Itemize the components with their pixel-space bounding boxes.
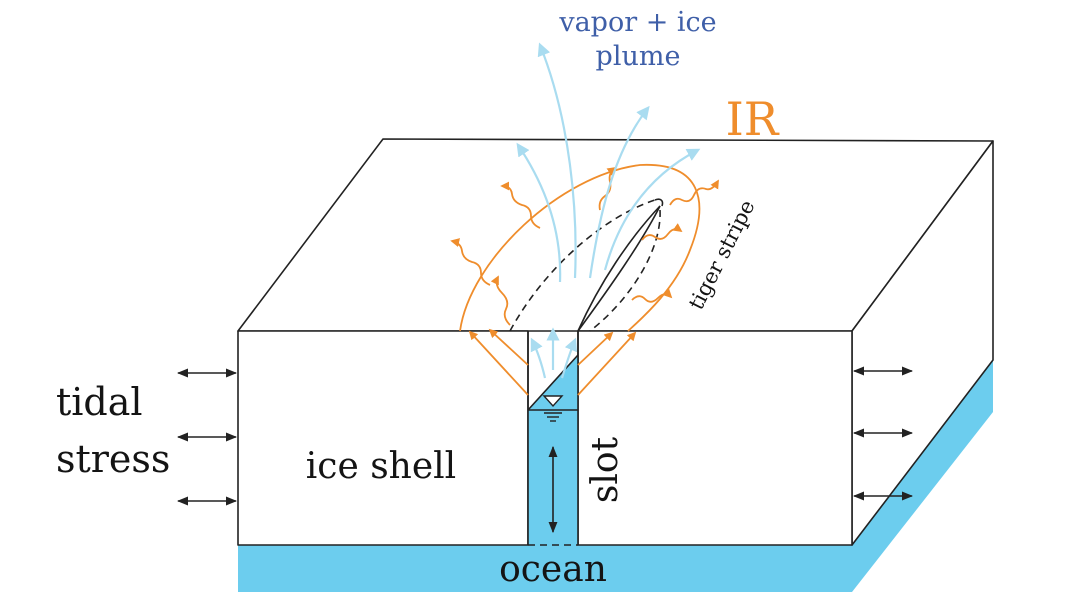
plume-arrow-4 (603, 148, 701, 271)
ocean-layer (238, 360, 993, 592)
crack-front-edge (577, 205, 661, 332)
ir-arrow-left-1 (468, 330, 529, 396)
ice-shell-label: ice shell (306, 446, 456, 487)
crack-hidden-right (589, 209, 661, 332)
tidal-stress-arrows (176, 366, 914, 506)
plume-arrow-7 (560, 337, 578, 379)
ir-arrow-right-2 (577, 331, 614, 366)
crack-hidden-left (509, 199, 656, 332)
ir-label: IR (726, 92, 780, 146)
ir-wiggle-6 (641, 223, 683, 241)
slot-label: slot (585, 436, 626, 503)
ir-arrow-right-1 (577, 331, 637, 396)
tiger-stripe-crack (509, 198, 664, 332)
slot-crack-edge (527, 354, 579, 411)
ir-wiggle-5 (669, 179, 719, 206)
block-front-right (577, 330, 853, 546)
plume-label-line1: vapor + ice (558, 7, 716, 38)
ocean-side (852, 360, 993, 592)
ocean-front (238, 545, 852, 592)
ir-emission (450, 164, 719, 396)
plume-label-line2: plume (596, 41, 681, 72)
ir-wiggle-1 (490, 275, 511, 326)
plume-arrow-2 (516, 142, 562, 283)
plume-arrow-3 (588, 105, 650, 279)
block-front-left (237, 330, 529, 546)
ocean-label: ocean (499, 549, 607, 590)
tidal-stress-label-line1: tidal (56, 380, 143, 424)
ir-wiggle-7 (631, 288, 673, 303)
plume-arrow-5 (530, 337, 547, 379)
ir-wiggle-4 (598, 166, 617, 211)
ir-wiggle-3 (500, 181, 541, 229)
water-level-icon (542, 395, 564, 422)
ice-shell-block (237, 138, 994, 546)
crack-tip (654, 198, 664, 207)
ir-wiggle-2 (450, 238, 491, 286)
plume-arrows (516, 42, 701, 379)
ir-arrow-left-2 (488, 328, 529, 366)
plume-arrow-1 (537, 42, 577, 279)
tidal-stress-label-line2: stress (56, 437, 170, 481)
crack-back-edge (577, 205, 661, 332)
